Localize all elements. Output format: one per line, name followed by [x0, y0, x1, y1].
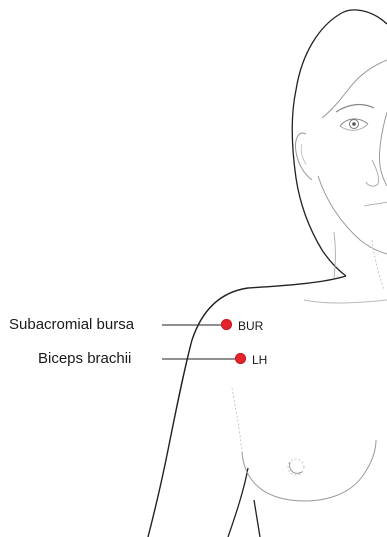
marker-dot-biceps[interactable] — [235, 353, 246, 364]
label-subacromial-bursa: Subacromial bursa — [9, 317, 134, 332]
nipple — [290, 462, 302, 473]
breast — [242, 440, 376, 501]
mouth — [364, 202, 387, 206]
hair-outline — [292, 10, 387, 276]
chest-edge — [232, 388, 242, 452]
arm-inner — [228, 468, 248, 537]
jaw — [318, 176, 387, 254]
nose — [366, 160, 379, 186]
clavicle — [304, 300, 387, 303]
face-edge — [379, 112, 387, 186]
torso-line — [254, 500, 260, 537]
ear — [295, 133, 312, 180]
label-biceps-brachii: Biceps brachii — [38, 351, 131, 366]
code-lh: LH — [252, 354, 267, 366]
pupil — [352, 122, 356, 126]
eyebrow — [336, 105, 374, 112]
neck-left — [334, 232, 336, 278]
code-bur: BUR — [238, 320, 263, 332]
neck-right — [372, 240, 384, 290]
hairline — [322, 60, 387, 118]
shoulder-outline — [148, 276, 346, 537]
marker-dot-bursa[interactable] — [221, 319, 232, 330]
